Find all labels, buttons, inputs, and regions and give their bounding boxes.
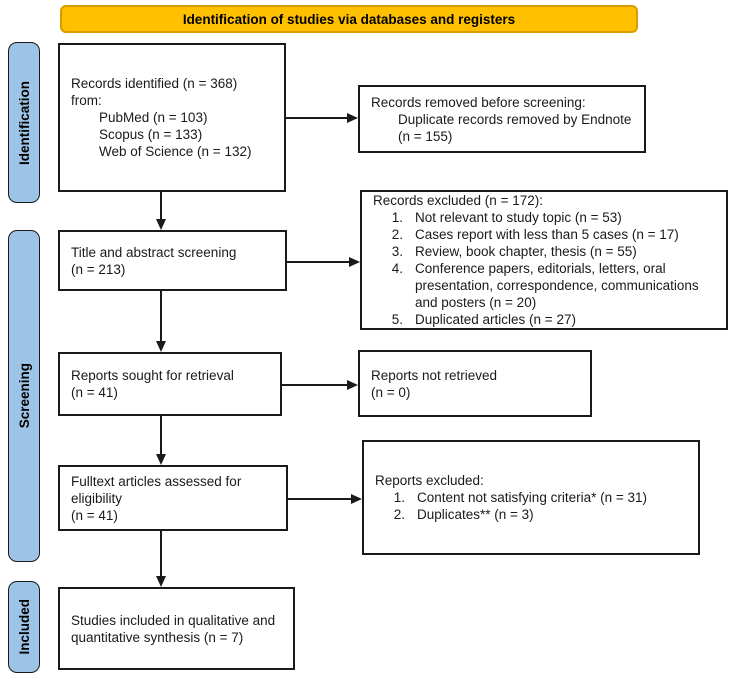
arrow-screening-to-sought (156, 291, 166, 352)
item-text: Conference papers, editorials, letters, … (415, 261, 699, 310)
records-excluded-item-3: 3. Review, book chapter, thesis (n = 55) (373, 243, 715, 260)
stage-label-included: Included (8, 581, 40, 673)
reports-excluded-item-2: 2. Duplicates** (n = 3) (375, 506, 687, 523)
item-text: Not relevant to study topic (n = 53) (415, 210, 622, 225)
banner-identification-via-databases: Identification of studies via databases … (60, 5, 638, 33)
stage-label-identification-text: Identification (16, 80, 32, 165)
box-fulltext-assessed-eligibility: Fulltext articles assessed for eligibili… (58, 465, 288, 531)
arrow-records-identified-to-removed (286, 113, 358, 123)
stage-label-screening-text: Screening (16, 363, 32, 429)
title-abstract-line1: Title and abstract screening (71, 244, 237, 260)
records-excluded-item-5: 5. Duplicated articles (n = 27) (373, 311, 715, 328)
arrow-identified-to-screening (156, 191, 166, 230)
records-removed-detail: Duplicate records removed by Endnote (n … (398, 111, 632, 144)
item-number: 1. (391, 210, 403, 225)
item-number: 4. (391, 261, 403, 276)
reports-excluded-title: Reports excluded: (375, 473, 484, 488)
source-web-of-science: Web of Science (n = 132) (99, 144, 252, 159)
item-text: Duplicated articles (n = 27) (415, 312, 576, 327)
reports-sought-line2: (n = 41) (71, 385, 118, 400)
studies-included-line2: quantitative synthesis (n = 7) (71, 629, 244, 645)
arrow-fulltext-to-included (156, 531, 166, 587)
arrow-screening-to-records-excluded (287, 257, 360, 267)
item-text: Cases report with less than 5 cases (n =… (415, 227, 679, 242)
fulltext-line1: Fulltext articles assessed for (71, 473, 242, 489)
title-abstract-line2: (n = 213) (71, 261, 126, 277)
item-number: 3. (391, 244, 403, 259)
box-records-excluded: Records excluded (n = 172): 1. Not relev… (360, 190, 728, 330)
reports-not-retrieved-line2: (n = 0) (371, 384, 411, 400)
reports-excluded-item-1: 1. Content not satisfying criteria* (n =… (375, 489, 687, 506)
records-removed-title: Records removed before screening: (371, 94, 586, 110)
stage-label-identification: Identification (8, 42, 40, 203)
box-reports-excluded: Reports excluded: 1. Content not satisfy… (362, 440, 700, 555)
records-identified-line1: Records identified (n = 368) (71, 76, 238, 91)
item-text: Duplicates** (n = 3) (417, 507, 534, 522)
records-identified-line2: from: (71, 93, 102, 108)
records-excluded-item-2: 2. Cases report with less than 5 cases (… (373, 226, 715, 243)
item-text: Review, book chapter, thesis (n = 55) (415, 244, 637, 259)
source-scopus: Scopus (n = 133) (99, 127, 203, 142)
banner-label: Identification of studies via databases … (182, 11, 516, 27)
box-studies-included: Studies included in qualitative and quan… (58, 587, 295, 670)
box-records-identified: Records identified (n = 368) from: PubMe… (58, 43, 286, 192)
item-text: Content not satisfying criteria* (n = 31… (417, 490, 647, 505)
box-title-abstract-screening: Title and abstract screening (n = 213) (58, 230, 287, 291)
item-number: 2. (393, 507, 405, 522)
source-pubmed: PubMed (n = 103) (99, 110, 208, 125)
fulltext-line3: (n = 41) (71, 507, 118, 523)
records-excluded-item-4: 4. Conference papers, editorials, letter… (373, 260, 715, 311)
fulltext-line2: eligibility (71, 490, 123, 506)
arrow-fulltext-to-reports-excluded (288, 494, 362, 504)
box-records-removed-before-screening: Records removed before screening: Duplic… (358, 85, 646, 153)
arrow-sought-to-not-retrieved (282, 380, 358, 390)
box-reports-sought-for-retrieval: Reports sought for retrieval (n = 41) (58, 352, 282, 416)
box-reports-not-retrieved: Reports not retrieved (n = 0) (358, 350, 592, 417)
records-excluded-item-1: 1. Not relevant to study topic (n = 53) (373, 209, 715, 226)
stage-label-included-text: Included (16, 599, 32, 655)
item-number: 5. (391, 312, 403, 327)
stage-label-screening: Screening (8, 230, 40, 562)
reports-not-retrieved-line1: Reports not retrieved (371, 367, 498, 383)
arrow-sought-to-fulltext (156, 416, 166, 465)
item-number: 2. (391, 227, 403, 242)
studies-included-line1: Studies included in qualitative and (71, 612, 276, 628)
item-number: 1. (393, 490, 405, 505)
reports-sought-line1: Reports sought for retrieval (71, 368, 234, 383)
records-excluded-title: Records excluded (n = 172): (373, 193, 543, 208)
